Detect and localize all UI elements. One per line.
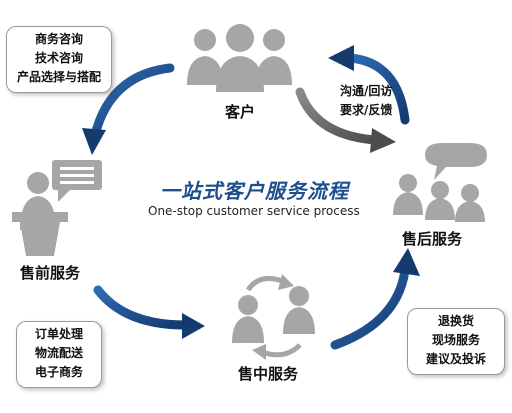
insale-label: 售中服务 bbox=[238, 365, 299, 383]
presale-item: 技术咨询 bbox=[34, 51, 83, 65]
arrow-customer-to-presale bbox=[82, 63, 175, 155]
presale-label: 售前服务 bbox=[20, 264, 81, 282]
insale-item: 订单处理 bbox=[34, 327, 83, 341]
aftersale-item: 建议及投诉 bbox=[425, 352, 486, 366]
arrow-presale-to-insale bbox=[93, 285, 205, 339]
arrow-insale-to-aftersale bbox=[330, 248, 420, 350]
process-subtitle: One-stop customer service process bbox=[148, 204, 360, 218]
insale-exchange-icon bbox=[232, 274, 315, 360]
presale-items-box: 商务咨询 技术咨询 产品选择与搭配 bbox=[6, 26, 112, 93]
insale-items-box: 订单处理 物流配送 电子商务 bbox=[16, 321, 102, 388]
feedback-note-1: 沟通/回访 bbox=[340, 84, 393, 98]
insale-item: 电子商务 bbox=[34, 365, 83, 379]
aftersale-item: 退换货 bbox=[437, 314, 474, 328]
presale-speaker-icon bbox=[12, 160, 102, 256]
aftersale-label: 售后服务 bbox=[402, 230, 463, 248]
aftersale-item: 现场服务 bbox=[431, 333, 480, 347]
process-title: 一站式客户服务流程 bbox=[160, 179, 349, 203]
aftersale-items-box: 退换货 现场服务 建议及投诉 bbox=[407, 308, 505, 375]
presale-item: 商务咨询 bbox=[34, 32, 83, 46]
arrow-customer-feedback bbox=[295, 87, 396, 153]
feedback-note-2: 要求/反馈 bbox=[340, 103, 393, 117]
customer-label: 客户 bbox=[225, 103, 256, 121]
customer-people-icon bbox=[187, 24, 292, 92]
insale-item: 物流配送 bbox=[34, 346, 83, 360]
arrow-aftersale-to-customer bbox=[328, 45, 410, 125]
aftersale-group-icon bbox=[393, 143, 487, 222]
presale-item: 产品选择与搭配 bbox=[16, 70, 101, 84]
